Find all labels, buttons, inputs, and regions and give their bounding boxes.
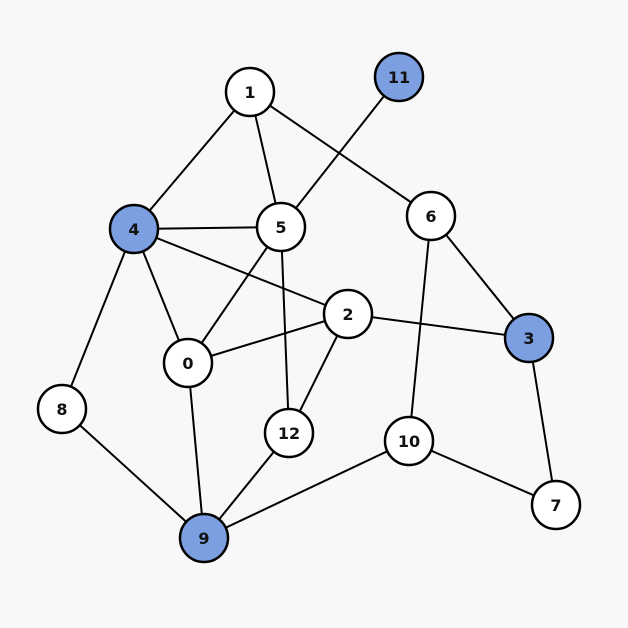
graph-node-9 (178, 512, 230, 564)
graph-node-0 (162, 337, 214, 389)
graph-edge-2-3 (347, 313, 530, 339)
graph-node-3 (503, 312, 555, 364)
graph-edge-5-0 (187, 226, 282, 364)
graph-node-4 (108, 203, 160, 255)
graph-edge-4-2 (133, 228, 349, 315)
graph-node-11 (373, 51, 425, 103)
graph-node-10 (383, 415, 435, 467)
graph-edge-10-7 (408, 440, 557, 506)
graph-edge-3-7 (528, 337, 557, 506)
graph-node-6 (405, 190, 457, 242)
graph-edge-1-4 (133, 91, 251, 230)
graph-edge-0-9 (187, 362, 205, 539)
graph-node-8 (36, 383, 88, 435)
graph-edge-11-5 (280, 76, 400, 228)
graph-node-1 (224, 66, 276, 118)
graph-node-12 (263, 407, 315, 459)
graph-node-2 (322, 288, 374, 340)
graph-edge-4-8 (61, 228, 135, 410)
graph-node-7 (530, 479, 582, 531)
graph-edge-5-12 (280, 226, 290, 434)
graph-edge-6-10 (408, 215, 432, 442)
graph-edge-10-9 (203, 440, 410, 539)
graph-edge-6-3 (430, 215, 530, 339)
graph-edge-1-6 (249, 91, 432, 217)
graph-node-5 (255, 201, 307, 253)
graph-edge-0-2 (187, 313, 349, 364)
graph-edge-8-9 (61, 408, 205, 539)
